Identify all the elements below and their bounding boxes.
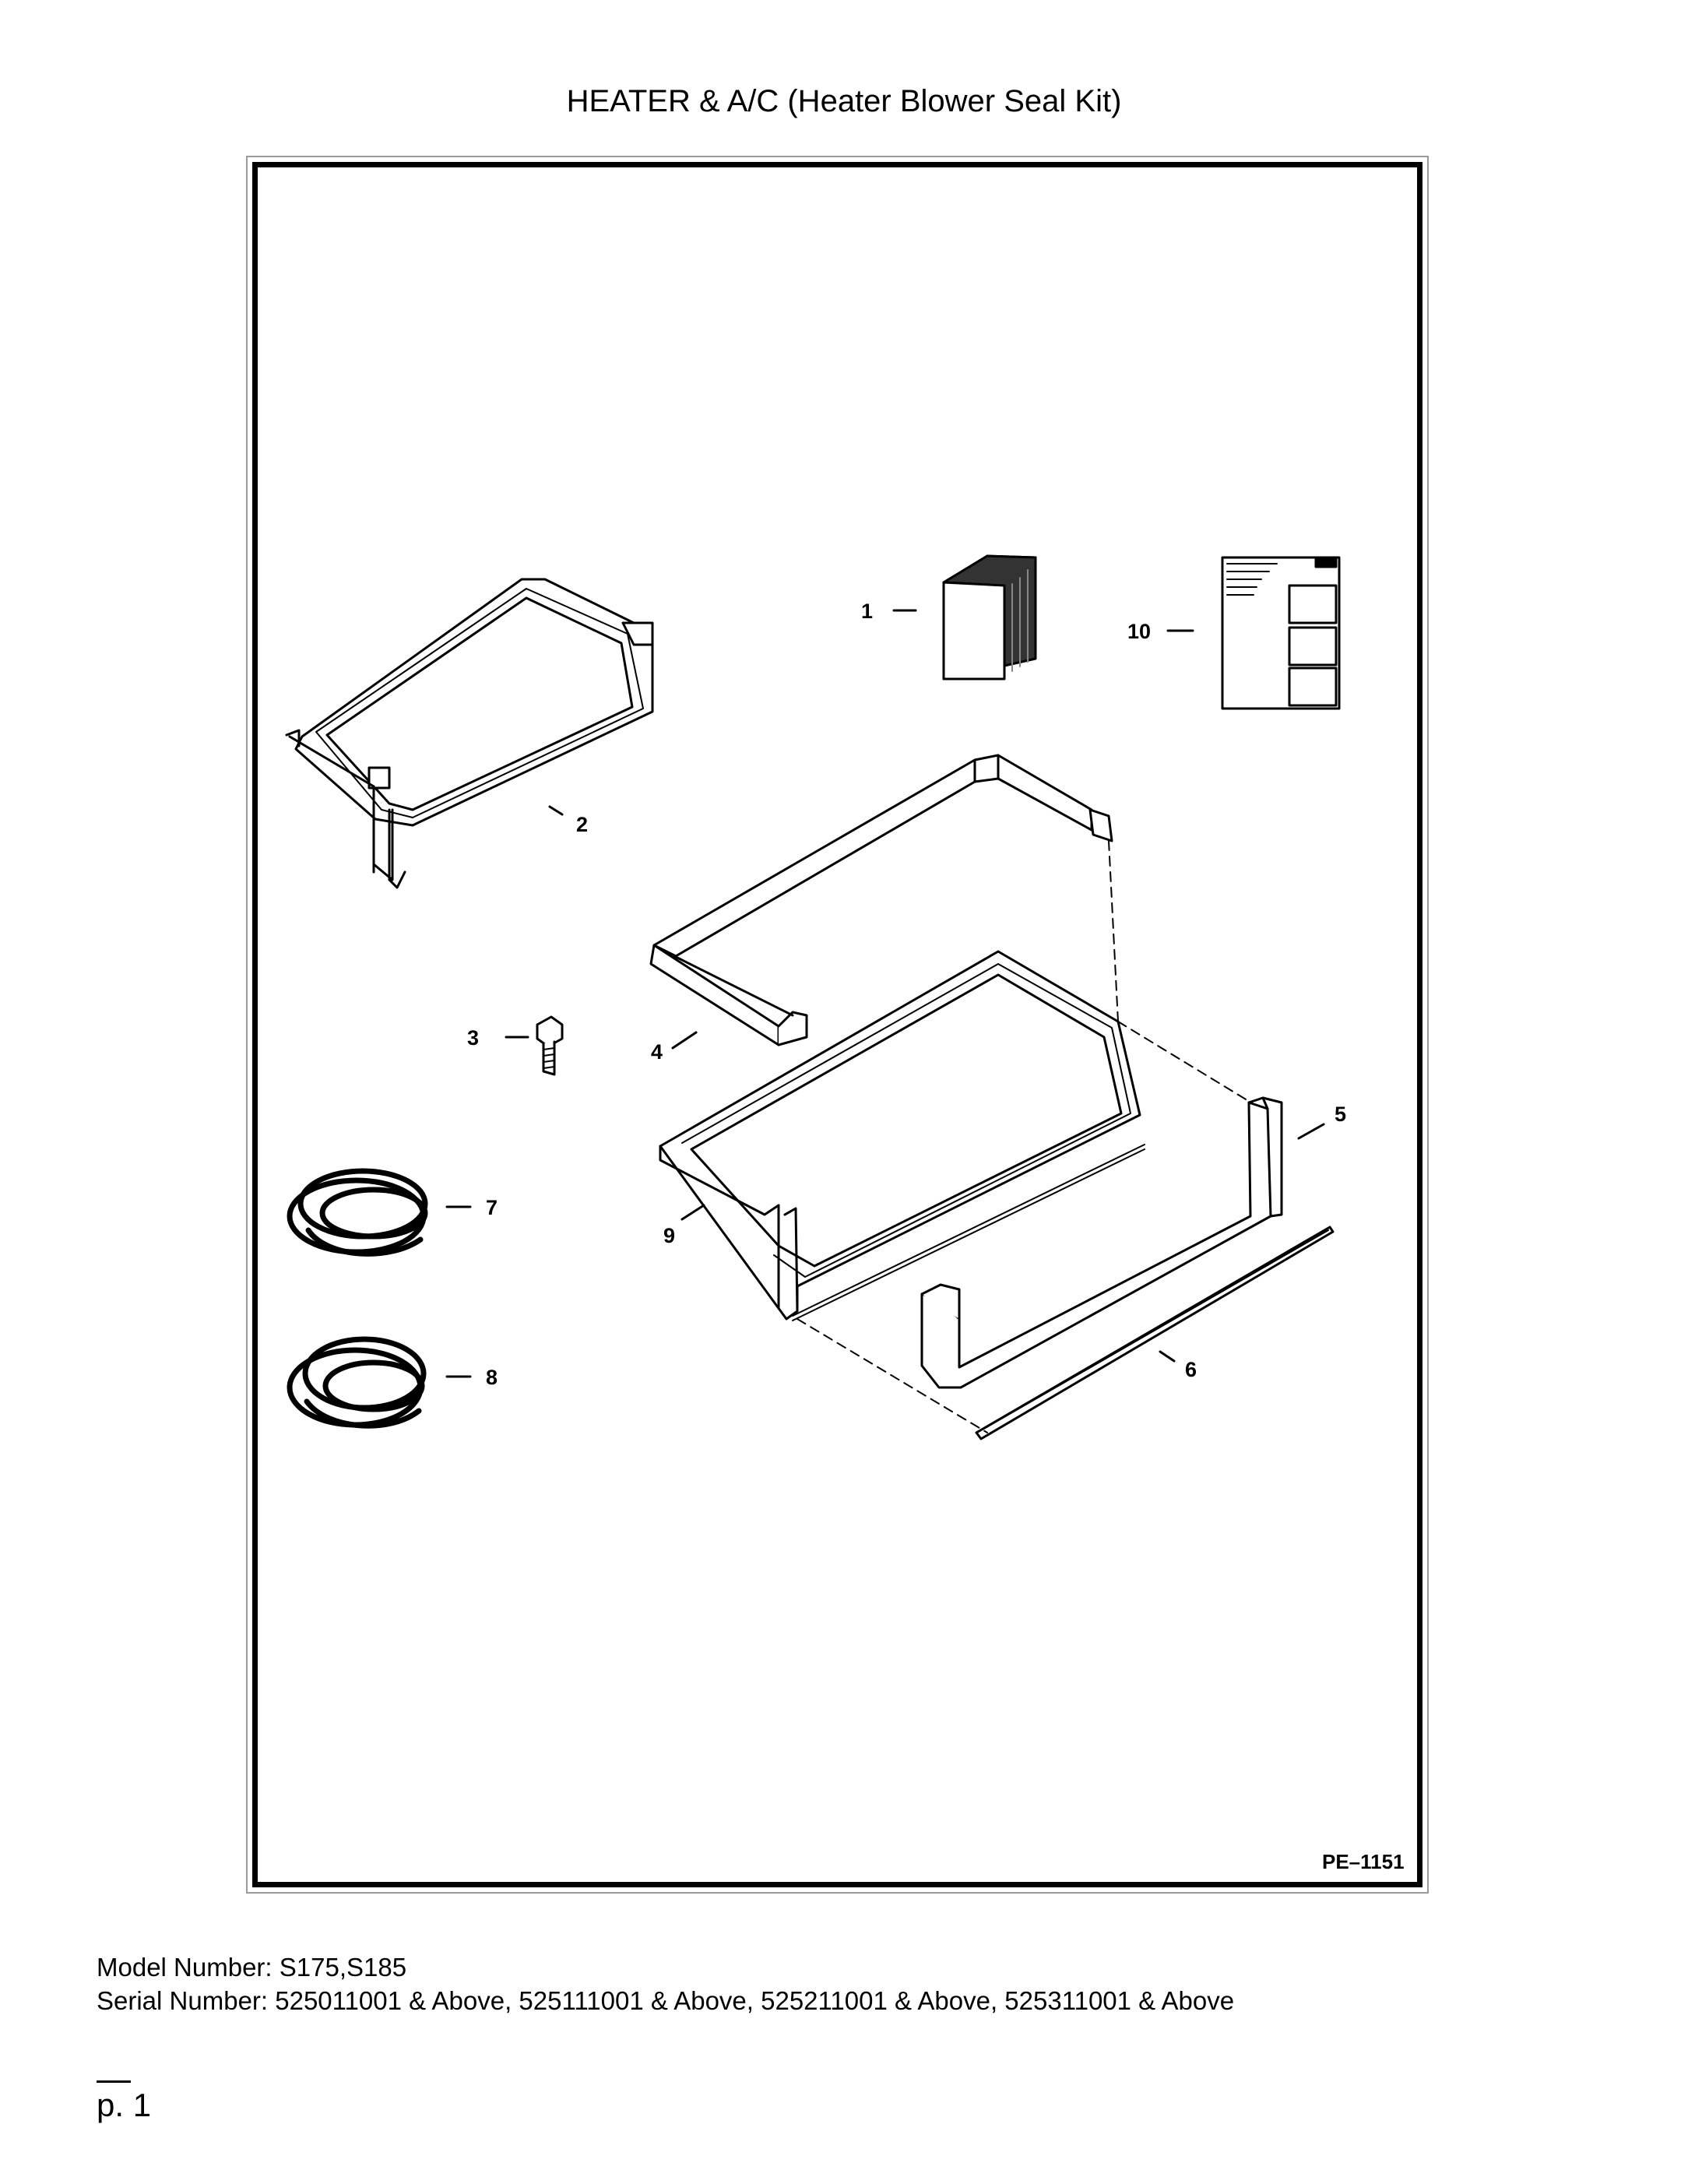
- leader-9: [680, 1204, 705, 1221]
- diagram-frame-outer: [246, 156, 1429, 1894]
- assembly-dashed-lines: [797, 840, 1254, 1433]
- page-number-rule: [97, 2080, 131, 2083]
- part-8-cord: [287, 1336, 427, 1429]
- part-3-bolt: [536, 1015, 564, 1076]
- callout-9: 9: [663, 1224, 675, 1247]
- diagram-reference-code: PE–1151: [1322, 1850, 1405, 1873]
- callout-6: 6: [1185, 1358, 1197, 1381]
- part-1-filter: [942, 554, 1037, 681]
- leader-5: [1297, 1123, 1325, 1140]
- diagram-frame: [252, 162, 1422, 1887]
- leader-6: [1159, 1350, 1176, 1363]
- leader-2: [548, 805, 564, 816]
- part-9-seal: [659, 950, 1145, 1321]
- callout-4: 4: [651, 1040, 663, 1064]
- callout-1: 1: [861, 600, 873, 623]
- leader-4: [671, 1031, 698, 1050]
- part-4-seal: [649, 754, 1113, 1046]
- part-10-instruction-sheet: [1221, 556, 1341, 710]
- callout-5: 5: [1335, 1103, 1346, 1126]
- callout-7: 7: [486, 1196, 498, 1219]
- part-5-seal: [920, 1096, 1283, 1389]
- part-2-seal: [285, 578, 654, 889]
- callout-3: 3: [467, 1026, 479, 1050]
- part-6-strip: [975, 1226, 1335, 1440]
- callout-8: 8: [486, 1366, 498, 1389]
- part-7-cord: [287, 1168, 428, 1257]
- callout-2: 2: [576, 813, 588, 836]
- page-title: HEATER & A/C (Heater Blower Seal Kit): [566, 84, 1122, 118]
- page-number: p. 1: [97, 2087, 152, 2123]
- model-number: Model Number: S175,S185: [97, 1953, 407, 1982]
- serial-number: Serial Number: 525011001 & Above, 525111…: [97, 1986, 1235, 2015]
- callout-10: 10: [1127, 620, 1151, 643]
